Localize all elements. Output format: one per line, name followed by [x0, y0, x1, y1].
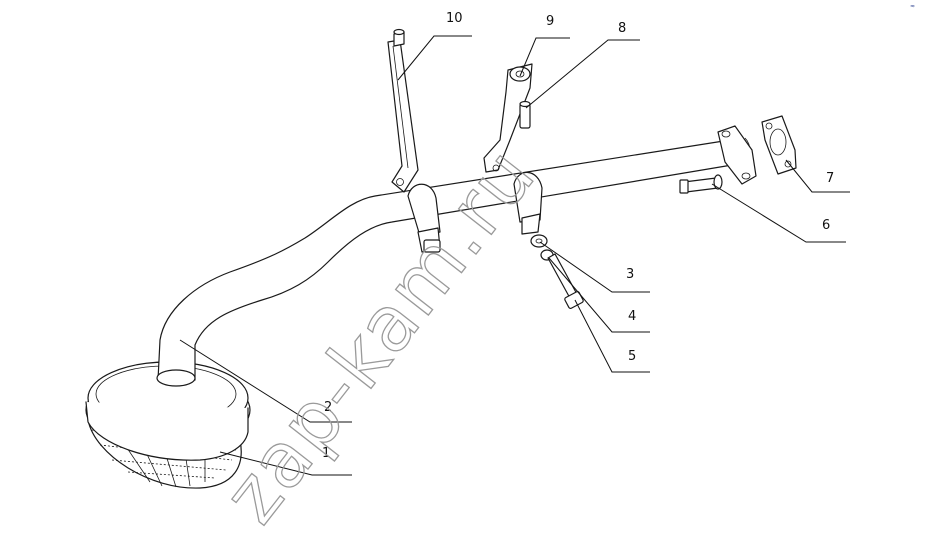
callout-1: 1 — [322, 446, 330, 461]
flange-bolt — [679, 174, 723, 194]
leader-4 — [548, 257, 650, 333]
pipe-clamp-left — [407, 183, 441, 253]
callout-10: 10 — [446, 11, 463, 26]
callout-2: 2 — [324, 400, 332, 415]
pipe-flange — [717, 125, 757, 185]
callout-9: 9 — [546, 14, 554, 29]
callout-6: 6 — [822, 218, 830, 233]
support-bracket-short — [483, 63, 533, 173]
leader-8 — [525, 39, 640, 109]
leader-3 — [539, 241, 650, 293]
leader-9 — [519, 37, 570, 77]
watermark: zap-kam.ru — [206, 130, 553, 539]
callout-4: 4 — [628, 309, 636, 324]
leader-7 — [785, 159, 850, 193]
callout-3: 3 — [626, 267, 634, 282]
clamp-bolt — [547, 253, 584, 309]
oil-strainer — [85, 361, 251, 489]
flange-gasket — [761, 115, 797, 175]
callout-7: 7 — [826, 171, 834, 186]
callout-5: 5 — [628, 349, 636, 364]
support-bracket-long — [387, 28, 419, 193]
bracket-bolt — [519, 100, 531, 129]
callout-8: 8 — [618, 21, 626, 36]
leader-10 — [397, 35, 472, 81]
oil-intake-pipe — [156, 137, 751, 387]
leader-6 — [711, 183, 846, 243]
leader-1 — [219, 451, 352, 476]
callout-leaders — [179, 35, 850, 476]
corner-mark: ≈ — [910, 3, 915, 10]
leader-2 — [179, 339, 352, 423]
pipe-clamp-right — [513, 171, 543, 235]
leader-5 — [574, 299, 650, 373]
callout-labels: 1 2 3 4 5 6 7 8 9 10 — [322, 11, 834, 461]
